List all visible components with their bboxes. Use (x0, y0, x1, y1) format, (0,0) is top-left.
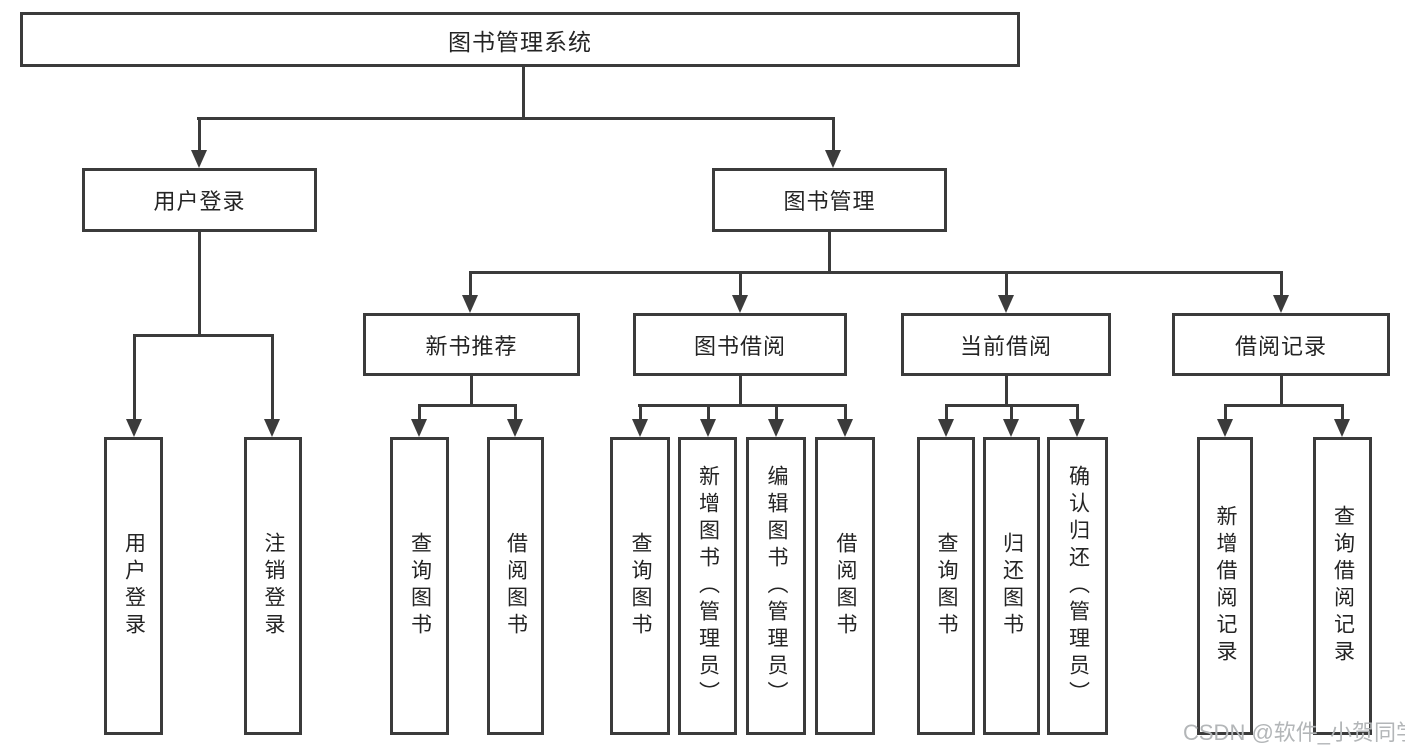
arrowhead-down-icon (1069, 419, 1085, 437)
leaf-query-borrow-record: 查询借阅记录 (1313, 437, 1372, 735)
leaf-edit-books-admin: 编辑图书（管理员） (746, 437, 806, 735)
node-label: 新书推荐 (425, 333, 518, 359)
connector-line (470, 376, 473, 407)
arrowhead-down-icon (938, 419, 954, 437)
arrowhead-down-icon (507, 419, 523, 437)
leaf-logout: 注销登录 (244, 437, 302, 735)
connector-line (1280, 376, 1283, 407)
connector-line (707, 404, 710, 421)
leaf-return-books: 归还图书 (983, 437, 1040, 735)
leaf-label: 确认归还（管理员） (1066, 464, 1090, 708)
node-user-login: 用户登录 (82, 168, 317, 232)
connector-line (418, 404, 421, 421)
arrowhead-down-icon (732, 295, 748, 313)
leaf-label: 借阅图书 (834, 532, 857, 640)
csdn-watermark: CSDN @软件_小贺同学 (1183, 720, 1405, 745)
node-library-management-system: 图书管理系统 (20, 12, 1020, 67)
connector-line (1280, 271, 1283, 297)
arrowhead-down-icon (191, 150, 207, 168)
node-book-management: 图书管理 (712, 168, 947, 232)
leaf-label: 新增借阅记录 (1214, 505, 1237, 667)
connector-line (639, 404, 642, 421)
connector-line (198, 232, 201, 337)
node-book-borrowing: 图书借阅 (633, 313, 847, 376)
leaf-confirm-return-admin: 确认归还（管理员） (1047, 437, 1108, 735)
connector-line (133, 334, 274, 337)
leaf-query-books-recommend: 查询图书 (390, 437, 449, 735)
leaf-label: 查询借阅记录 (1331, 505, 1355, 667)
node-label: 用户登录 (153, 189, 246, 214)
leaf-query-books-borrow: 查询图书 (610, 437, 670, 735)
connector-line (828, 232, 831, 274)
node-current-borrowing: 当前借阅 (901, 313, 1111, 376)
arrowhead-down-icon (837, 419, 853, 437)
leaf-add-books-admin: 新增图书（管理员） (678, 437, 737, 735)
node-label: 当前借阅 (959, 333, 1052, 359)
connector-line (271, 334, 274, 420)
leaf-label: 新增图书（管理员） (696, 464, 720, 708)
connector-line (418, 404, 517, 407)
node-borrowing-records: 借阅记录 (1172, 313, 1390, 376)
arrowhead-down-icon (632, 419, 648, 437)
node-label: 图书管理系统 (448, 28, 592, 55)
connector-line (197, 117, 835, 120)
leaf-label: 归还图书 (1000, 532, 1024, 640)
node-label: 借阅记录 (1234, 333, 1327, 359)
arrowhead-down-icon (411, 419, 427, 437)
arrowhead-down-icon (126, 419, 142, 437)
arrowhead-down-icon (700, 419, 716, 437)
connector-line (775, 404, 778, 421)
leaf-borrow-books-recommend: 借阅图书 (487, 437, 544, 735)
connector-line (739, 271, 742, 297)
connector-line (469, 271, 472, 297)
connector-line (844, 404, 847, 421)
leaf-user-login: 用户登录 (104, 437, 163, 735)
leaf-label: 借阅图书 (504, 532, 528, 640)
connector-line (514, 404, 517, 421)
connector-line (1010, 404, 1013, 421)
connector-line (945, 404, 948, 421)
arrowhead-down-icon (462, 295, 478, 313)
connector-line (198, 117, 201, 153)
connector-line (739, 376, 742, 407)
connector-line (133, 334, 136, 420)
leaf-label: 查询图书 (935, 532, 958, 640)
arrowhead-down-icon (998, 295, 1014, 313)
arrowhead-down-icon (1217, 419, 1233, 437)
arrowhead-down-icon (825, 150, 841, 168)
connector-line (522, 67, 525, 120)
connector-line (469, 271, 1283, 274)
arrowhead-down-icon (1334, 419, 1350, 437)
node-label: 图书借阅 (693, 333, 786, 359)
connector-line (1341, 404, 1344, 421)
node-new-book-recommend: 新书推荐 (363, 313, 580, 376)
arrowhead-down-icon (768, 419, 784, 437)
arrowhead-down-icon (1003, 419, 1019, 437)
connector-line (1076, 404, 1079, 421)
node-label: 图书管理 (783, 189, 876, 214)
connector-line (1224, 404, 1343, 407)
leaf-add-borrow-record: 新增借阅记录 (1197, 437, 1253, 735)
leaf-label: 用户登录 (122, 532, 146, 640)
leaf-query-books-current: 查询图书 (917, 437, 975, 735)
arrowhead-down-icon (1273, 295, 1289, 313)
connector-line (832, 117, 835, 153)
connector-line (1005, 376, 1008, 407)
leaf-label: 查询图书 (629, 532, 652, 640)
leaf-label: 注销登录 (262, 532, 285, 640)
leaf-label: 编辑图书（管理员） (765, 464, 788, 708)
connector-line (1005, 271, 1008, 297)
leaf-label: 查询图书 (408, 532, 432, 640)
arrowhead-down-icon (264, 419, 280, 437)
connector-line (1224, 404, 1227, 421)
connector-line (638, 404, 847, 407)
leaf-borrow-books-borrow: 借阅图书 (815, 437, 875, 735)
